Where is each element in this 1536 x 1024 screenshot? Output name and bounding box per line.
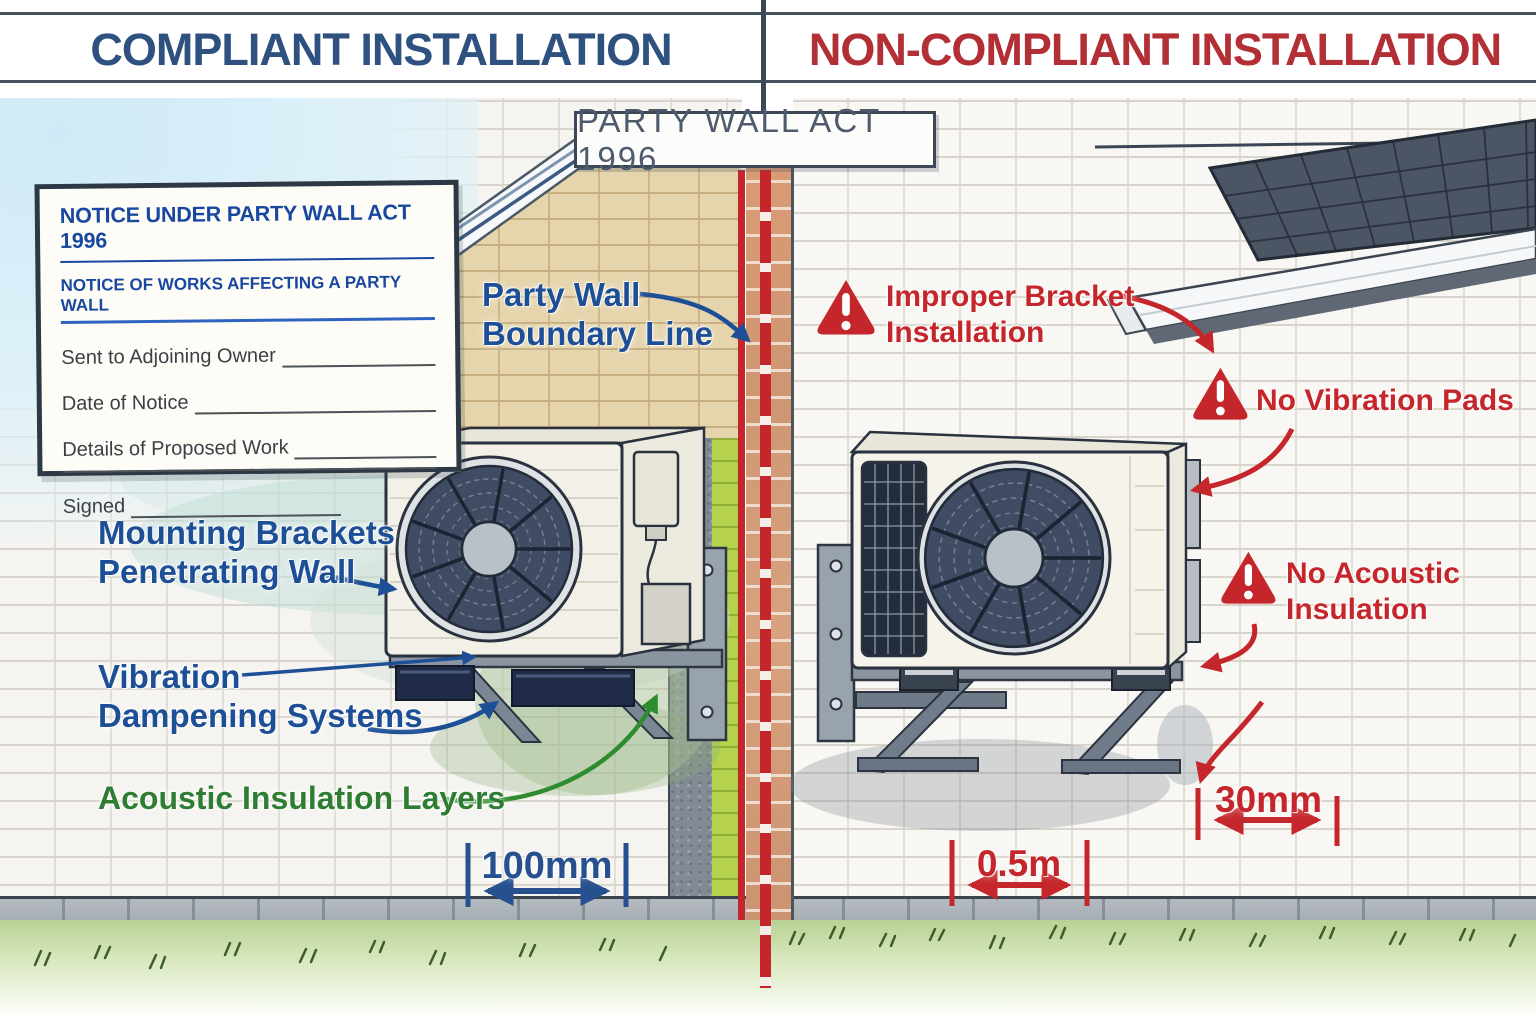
boundary-solid-line: [738, 170, 745, 932]
field-label: Date of Notice: [61, 391, 189, 415]
notice-subtitle: NOTICE OF WORKS AFFECTING A PARTY WALL: [60, 272, 435, 324]
label-no-acoustic-insulation: No Acoustic Insulation: [1286, 557, 1460, 626]
act-banner: PARTY WALL ACT 1996: [574, 102, 936, 177]
label-party-wall-boundary: Party Wall Boundary Line: [482, 276, 714, 352]
notice-title: NOTICE UNDER PARTY WALL ACT 1996: [59, 200, 435, 263]
label-no-vibration-pads: No Vibration Pads: [1256, 384, 1514, 417]
label-05m: 0.5m: [976, 843, 1062, 884]
label-acoustic-insulation: Acoustic Insulation Layers: [98, 780, 506, 816]
acoustic-insulation-strip: [712, 438, 738, 900]
notice-field: Details of Proposed Work: [62, 435, 437, 462]
noncompliant-title: NON-COMPLIANT INSTALLATION: [808, 24, 1502, 75]
label-30mm: 30mm: [1215, 779, 1322, 820]
compliant-title: COMPLIANT INSTALLATION: [90, 24, 672, 75]
right-house-wall: [793, 98, 1536, 940]
field-label: Sent to Adjoining Owner: [61, 344, 277, 369]
ruled-line: [62, 467, 437, 473]
boundary-dashed-line: [760, 170, 771, 988]
notice-field: Sent to Adjoining Owner: [61, 343, 436, 370]
center-divider-line: [761, 0, 766, 114]
notice-document: NOTICE UNDER PARTY WALL ACT 1996 NOTICE …: [34, 179, 462, 519]
label-100mm: 100mm: [481, 845, 613, 887]
blank-line: [294, 436, 437, 460]
field-label: Details of Proposed Work: [62, 436, 289, 461]
label-improper-bracket: Improper Bracket Installation: [886, 280, 1135, 349]
header-top-rule: [0, 12, 1536, 15]
concrete-strip: [668, 438, 714, 900]
blank-line: [194, 390, 436, 415]
label-vibration-dampening: Vibration Dampening Systems: [98, 658, 423, 734]
notice-field: Date of Notice: [62, 389, 436, 416]
header-bottom-rule: [0, 80, 1536, 83]
boundary-edge-line: [791, 168, 794, 936]
label-mounting-brackets: Mounting Brackets Penetrating Wall: [98, 514, 396, 590]
blank-line: [281, 344, 436, 368]
